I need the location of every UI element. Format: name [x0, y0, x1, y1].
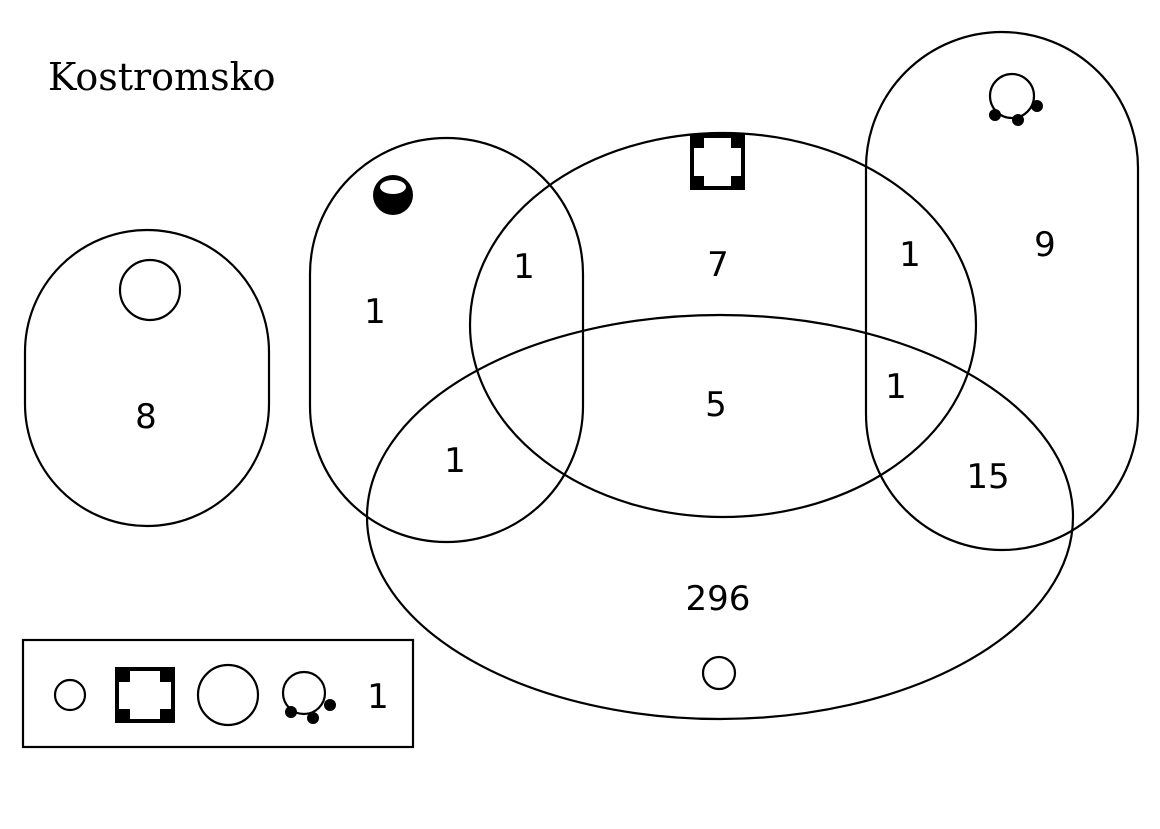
set-beaded-outline	[864, 30, 1140, 552]
count-beaded-only: 9	[1034, 225, 1056, 265]
count-cross-only: 7	[707, 245, 729, 285]
legend-box: 1	[21, 638, 415, 749]
count-cross-and-beaded: 1	[899, 235, 921, 275]
count-beaded-and-small-ring: 15	[966, 457, 1009, 497]
legend-count: 1	[367, 677, 389, 717]
small-ring-icon	[701, 655, 737, 691]
legend-cross-square-icon	[115, 667, 175, 723]
count-small-ring-only: 296	[686, 579, 751, 619]
diagram-title: Kostromsko	[48, 55, 276, 99]
set-half-filled-outline	[308, 136, 585, 544]
set-large-circle-outline	[23, 228, 271, 528]
set-cross-outline	[468, 131, 978, 519]
half-filled-ball-icon	[373, 175, 413, 215]
cross-square-icon	[690, 134, 745, 190]
set-small-ring-outline	[365, 313, 1075, 721]
count-half-filled-only: 1	[364, 292, 386, 332]
beaded-ring-icon	[988, 72, 1043, 126]
count-half-filled-and-small-ring: 1	[444, 441, 466, 481]
legend-beaded-ring-icon	[281, 670, 336, 724]
count-cross-beaded-small-ring: 1	[885, 367, 907, 407]
count-cross-and-small-ring: 5	[705, 385, 727, 425]
legend-small-ring-icon	[53, 678, 87, 712]
legend-large-circle-icon	[196, 663, 260, 727]
count-half-filled-and-cross: 1	[513, 247, 535, 287]
count-large-circle-only: 8	[135, 397, 157, 437]
large-circle-icon	[118, 258, 182, 322]
